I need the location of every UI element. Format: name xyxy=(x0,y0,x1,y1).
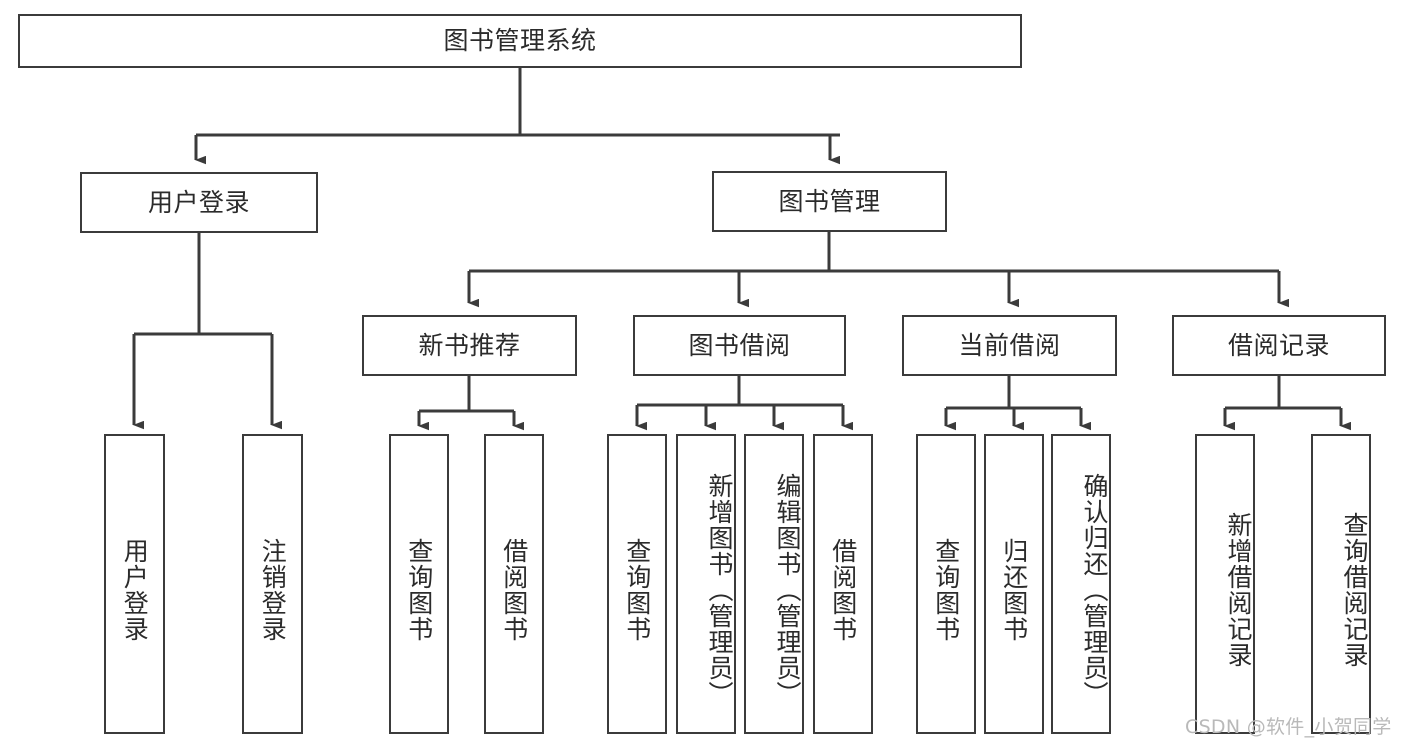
csdn-watermark: CSDN @软件_小贺同学 xyxy=(1185,716,1392,738)
node-book-manage-label: 图书管理 xyxy=(778,186,881,216)
leaf-query-book-2[interactable]: 查询图书 xyxy=(607,434,667,734)
node-new-book-recommend[interactable]: 新书推荐 xyxy=(362,315,577,376)
node-book-manage[interactable]: 图书管理 xyxy=(712,171,947,232)
leaf-query-book-1-label: 查询图书 xyxy=(404,538,434,642)
node-new-book-recommend-label: 新书推荐 xyxy=(418,330,521,360)
node-root-label: 图书管理系统 xyxy=(443,26,597,56)
node-current-borrow[interactable]: 当前借阅 xyxy=(902,315,1117,376)
leaf-logout-login-label: 注销登录 xyxy=(258,538,288,642)
leaf-return-book-label: 归还图书 xyxy=(999,538,1029,642)
leaf-add-record-label: 新增借阅记录 xyxy=(1224,512,1253,668)
leaf-borrow-book-2[interactable]: 借阅图书 xyxy=(813,434,873,734)
leaf-query-book-1[interactable]: 查询图书 xyxy=(389,434,449,734)
leaf-add-book-label: 新增图书（管理员） xyxy=(705,473,734,707)
node-root[interactable]: 图书管理系统 xyxy=(18,14,1022,68)
leaf-borrow-book-1-label: 借阅图书 xyxy=(499,538,529,642)
node-borrow-record-label: 借阅记录 xyxy=(1227,330,1330,360)
leaf-borrow-book-1[interactable]: 借阅图书 xyxy=(484,434,544,734)
leaf-user-login[interactable]: 用户登录 xyxy=(104,434,165,734)
leaf-logout-login[interactable]: 注销登录 xyxy=(242,434,303,734)
leaf-user-login-label: 用户登录 xyxy=(120,538,150,642)
leaf-query-record-label: 查询借阅记录 xyxy=(1340,512,1369,668)
node-book-borrow-label: 图书借阅 xyxy=(688,330,791,360)
leaf-add-record[interactable]: 新增借阅记录 xyxy=(1195,434,1255,734)
node-borrow-record[interactable]: 借阅记录 xyxy=(1172,315,1386,376)
leaf-return-book[interactable]: 归还图书 xyxy=(984,434,1044,734)
leaf-add-book[interactable]: 新增图书（管理员） xyxy=(676,434,736,734)
leaf-edit-book[interactable]: 编辑图书（管理员） xyxy=(744,434,804,734)
leaf-borrow-book-2-label: 借阅图书 xyxy=(828,538,858,642)
leaf-query-book-3[interactable]: 查询图书 xyxy=(916,434,976,734)
node-user-login[interactable]: 用户登录 xyxy=(80,172,318,233)
node-user-login-label: 用户登录 xyxy=(147,187,250,217)
node-book-borrow[interactable]: 图书借阅 xyxy=(633,315,846,376)
leaf-query-record[interactable]: 查询借阅记录 xyxy=(1311,434,1371,734)
leaf-query-book-3-label: 查询图书 xyxy=(931,538,961,642)
node-current-borrow-label: 当前借阅 xyxy=(958,330,1061,360)
leaf-confirm-return[interactable]: 确认归还（管理员） xyxy=(1051,434,1111,734)
leaf-confirm-return-label: 确认归还（管理员） xyxy=(1080,473,1109,707)
leaf-query-book-2-label: 查询图书 xyxy=(622,538,652,642)
leaf-edit-book-label: 编辑图书（管理员） xyxy=(773,473,802,707)
